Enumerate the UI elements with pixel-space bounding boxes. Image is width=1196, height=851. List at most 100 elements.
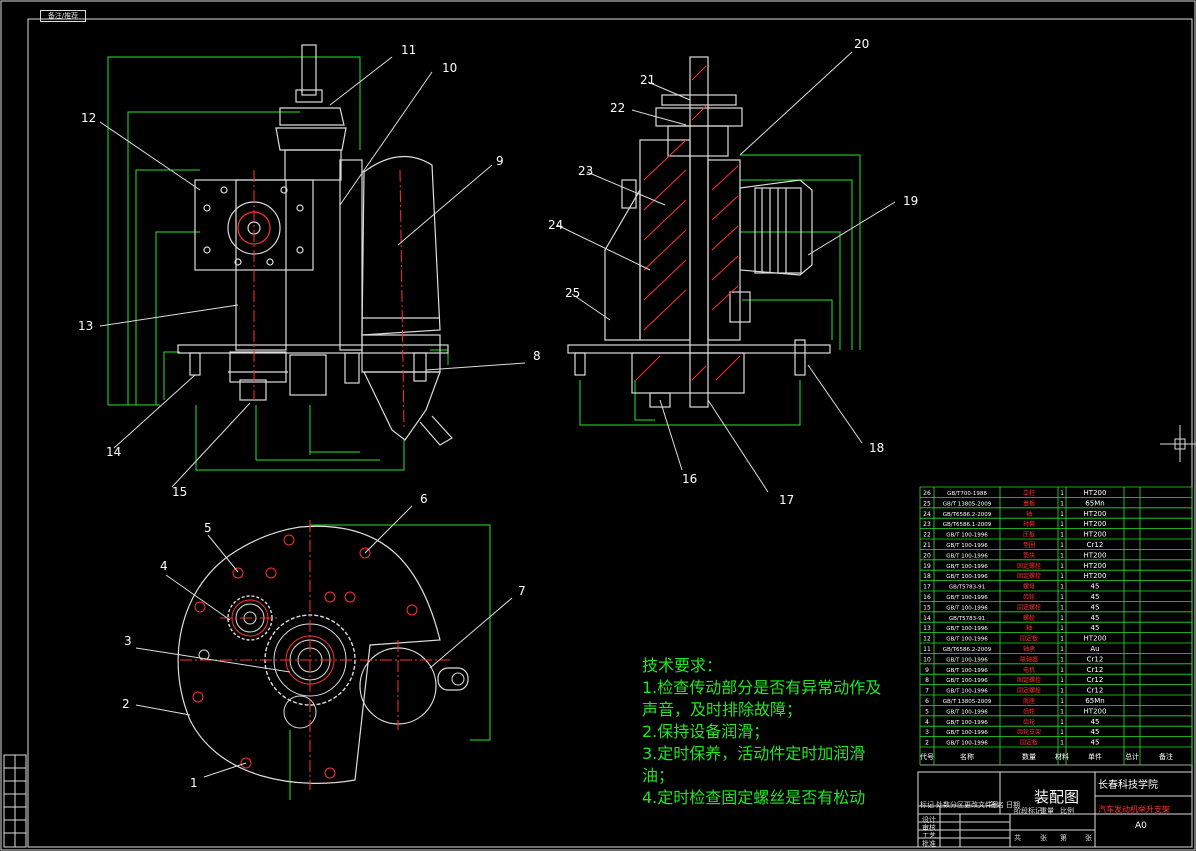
callout-6: 6 [420,492,428,506]
callout-18: 18 [869,441,884,455]
callout-19: 19 [903,194,918,208]
part-name: 压板 [1023,531,1035,539]
part-qty: 1 [1060,656,1064,663]
part-name: 齿轮 [1023,707,1035,715]
part-no: 25 [923,500,931,507]
part-qty: 1 [1060,625,1064,632]
margin-strip [3,754,27,848]
part-name: 衬套 [1023,520,1035,528]
side-parts [567,56,831,408]
drawing-name: 装配图 [1034,788,1080,806]
part-qty: 1 [1060,740,1064,747]
part-name: 螺母 [1023,583,1035,591]
drawing-subtitle: 汽车发动机举升支架 [1098,805,1170,814]
part-material: Cr12 [1087,687,1104,695]
top-centerlines [180,520,450,790]
side-view [556,51,896,493]
part-code: GB/T 100-1996 [946,543,988,549]
callout-3: 3 [124,634,132,648]
part-code: GB/T 13805-2009 [943,699,992,705]
part-no: 23 [923,521,931,528]
part-no: 11 [923,646,931,653]
part-code: GB/T 100-1996 [946,564,988,570]
part-qty: 1 [1060,729,1064,736]
part-code: GB/T 100-1996 [946,668,988,674]
callout-1: 1 [190,776,198,790]
part-no: 7 [925,688,929,695]
part-material: 45 [1091,624,1100,632]
part-material: Cr12 [1087,666,1104,674]
top-dimensions [289,524,491,800]
tech-title: 技术要求： [642,656,723,675]
part-no: 9 [925,667,929,674]
part-material: 45 [1091,603,1100,611]
part-code: GB/T6586.2-2009 [943,647,992,653]
part-no: 12 [923,636,931,643]
top-view [135,505,513,800]
callout-labels: 1234567891011121314151617181920212223242… [78,37,918,790]
section-hatch [635,65,741,381]
title-block [917,771,1193,848]
part-material: 45 [1091,583,1100,591]
part-material: 45 [1091,728,1100,736]
part-no: 14 [923,615,931,622]
title-row-label: 工艺 [922,832,936,840]
part-material: HT200 [1084,520,1107,528]
title-misc-label: 第 [1060,834,1067,842]
part-name: 垫圈 [1023,541,1035,549]
base [177,344,449,401]
part-name: 齿轮 [1023,718,1035,726]
part-code: GB/T6586.2-2009 [943,512,992,518]
part-name: 电机 [1023,666,1035,674]
callout-16: 16 [682,472,697,486]
part-name: 固定螺栓 [1017,676,1041,684]
callout-24: 24 [548,218,563,232]
part-no: 6 [925,698,929,705]
callout-4: 4 [160,559,168,573]
part-code: GB/T700-1988 [947,491,987,497]
callout-15: 15 [172,485,187,499]
part-no: 26 [923,490,931,497]
part-no: 17 [923,584,931,591]
callout-13: 13 [78,319,93,333]
part-no: 10 [923,656,931,663]
title-misc-label: 张 [1085,834,1092,842]
part-material: Cr12 [1087,655,1104,663]
part-code: GB/T 100-1996 [946,741,988,747]
part-no: 19 [923,563,931,570]
part-material: HT200 [1084,635,1107,643]
callout-17: 17 [779,493,794,507]
part-qty: 1 [1060,708,1064,715]
callout-11: 11 [401,43,416,57]
part-qty: 1 [1060,594,1064,601]
part-qty: 1 [1060,511,1064,518]
part-qty: 1 [1060,573,1064,580]
callout-5: 5 [204,521,212,535]
part-qty: 1 [1060,677,1064,684]
part-no: 16 [923,594,931,601]
part-qty: 1 [1060,552,1064,559]
column [235,44,363,351]
table-header: 名称 [960,752,974,761]
front-leaders [99,56,526,488]
part-material: 45 [1091,614,1100,622]
part-name: 固定螺栓 [1017,572,1041,580]
part-name: 轴承 [1023,645,1035,653]
part-name: 立柱 [1023,489,1035,497]
part-material: HT200 [1084,551,1107,559]
inner-frame [27,18,1193,848]
corner-tag: 备注/推荐 [40,10,86,22]
part-no: 22 [923,532,931,539]
part-material: 65Mn [1085,499,1104,507]
part-no: 4 [925,719,929,726]
part-name: 盖板 [1023,499,1035,507]
table-header: 备注 [1159,752,1173,761]
table-header: 代号 [920,752,934,761]
table-header: 总计 [1125,752,1139,761]
callout-25: 25 [565,286,580,300]
callout-20: 20 [854,37,869,51]
part-name: 底座 [1023,697,1035,705]
part-code: GB/T 100-1996 [946,657,988,663]
part-material: 45 [1091,718,1100,726]
part-name: 固定螺栓 [1017,687,1041,695]
